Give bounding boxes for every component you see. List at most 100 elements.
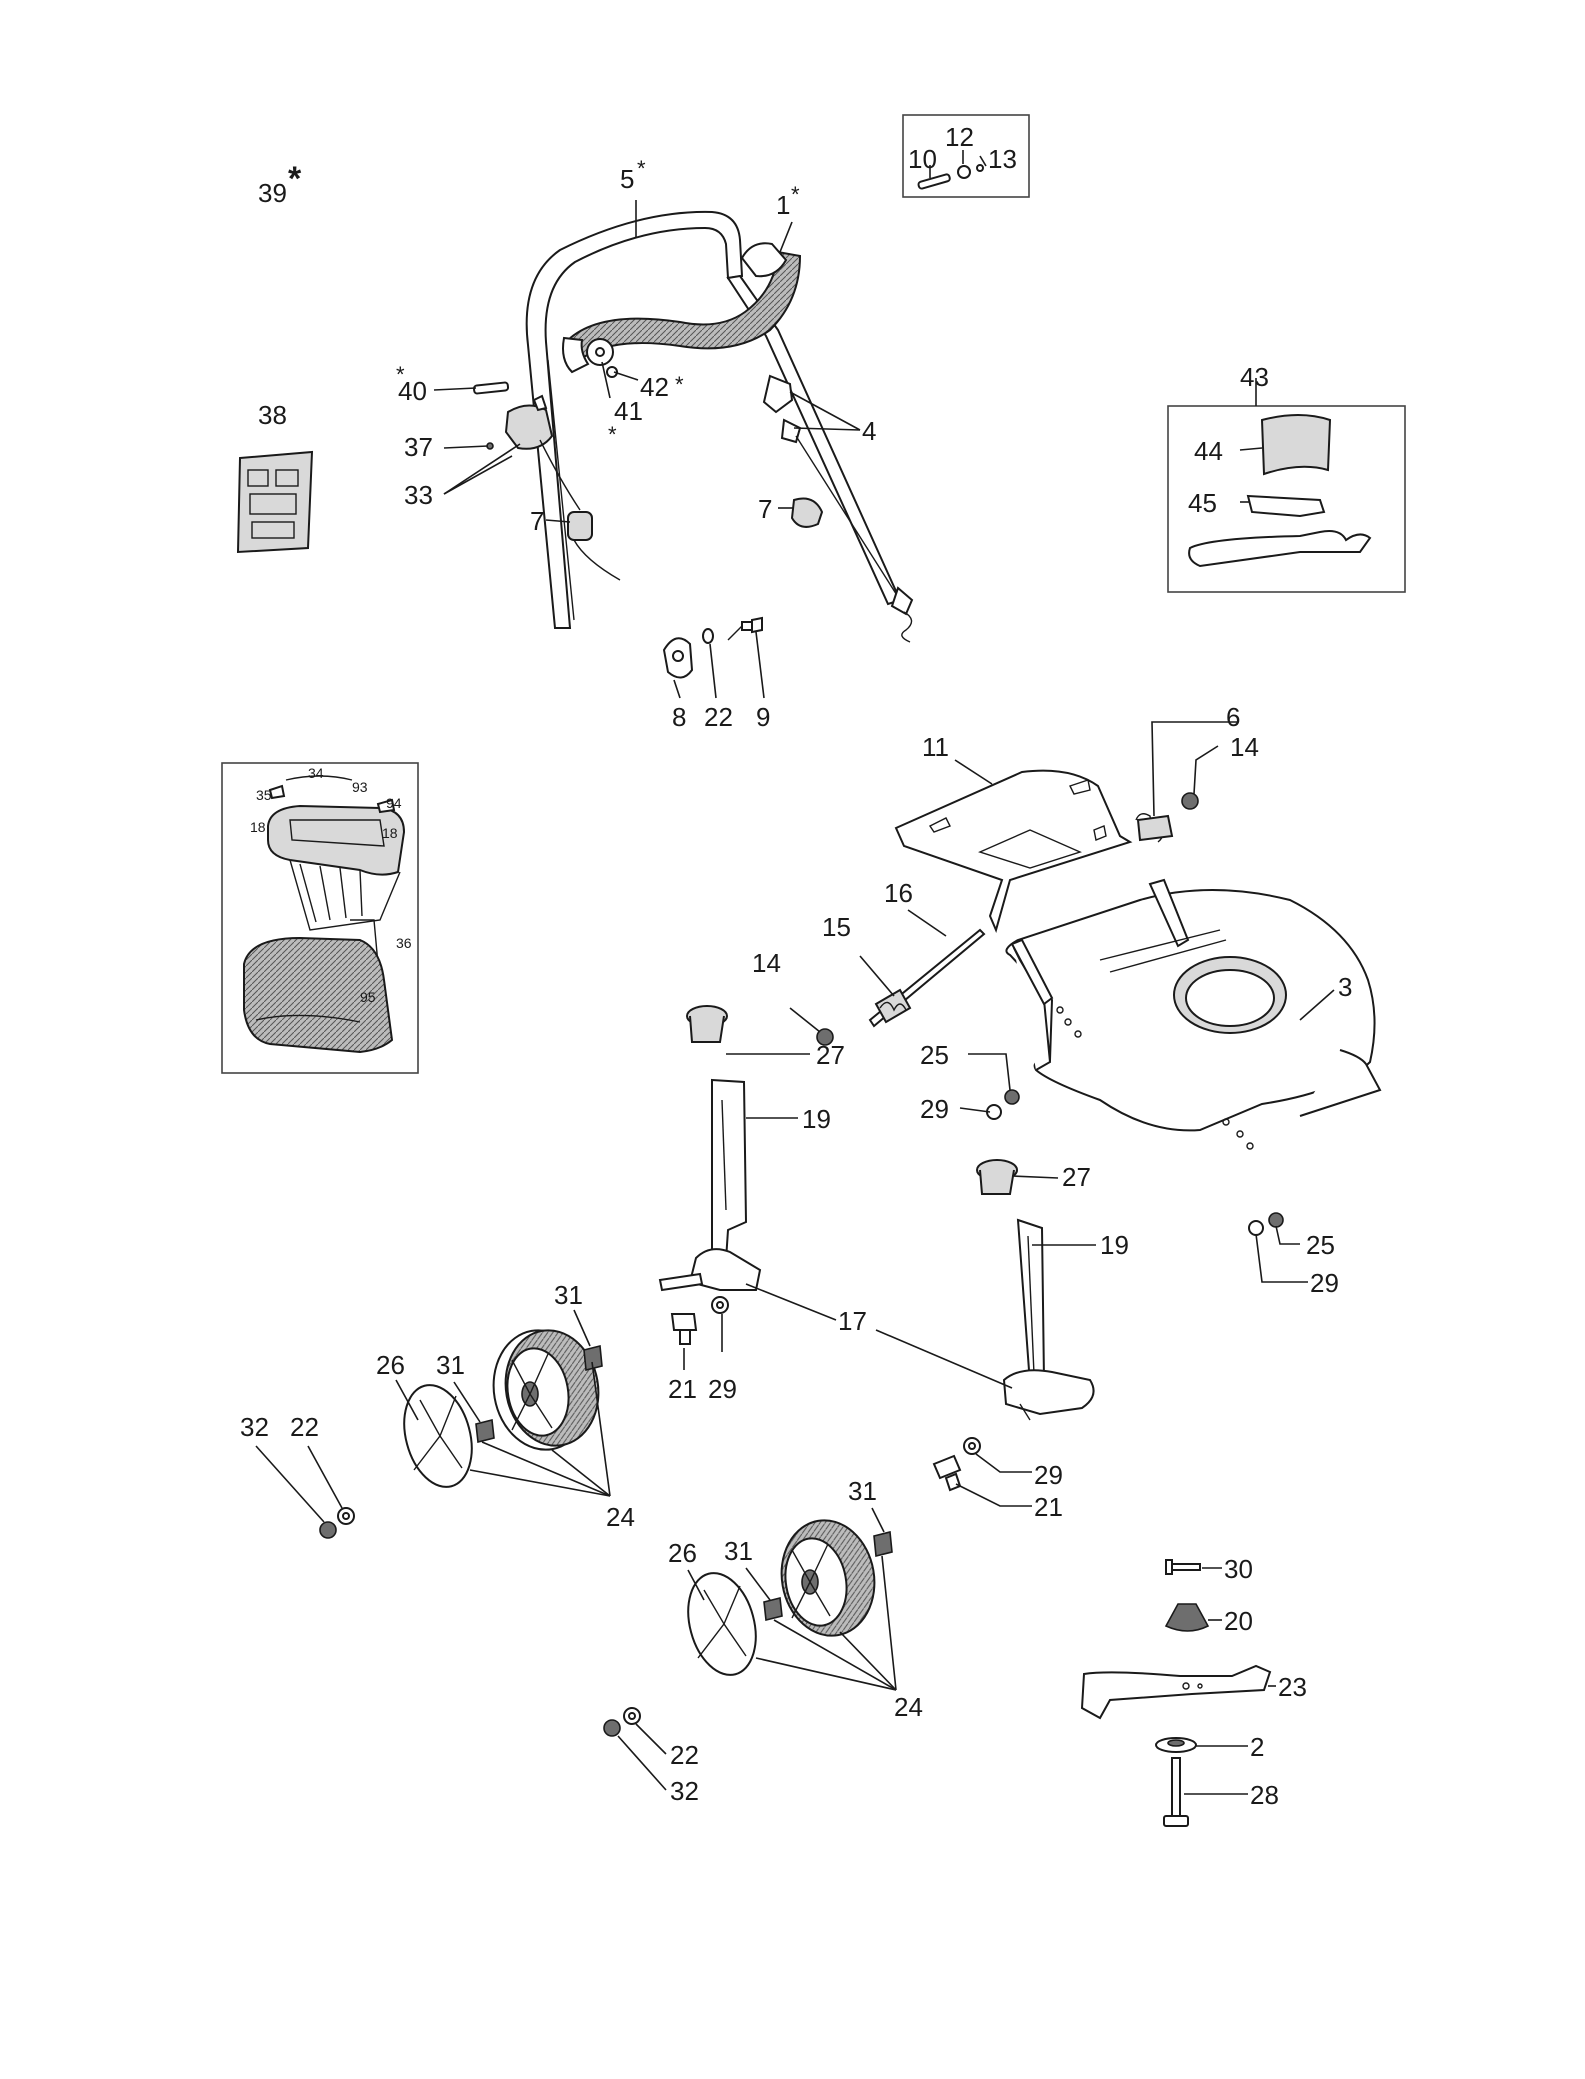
axle-bracket-left bbox=[658, 1248, 762, 1292]
mower-deck bbox=[1005, 878, 1382, 1150]
bag-callout-95: 95 bbox=[360, 989, 376, 1005]
callout-32-right: 32 bbox=[670, 1776, 699, 1806]
callout-4: 4 bbox=[862, 416, 876, 446]
callout-6: 6 bbox=[1226, 702, 1240, 732]
callout-27-right: 27 bbox=[1062, 1162, 1091, 1192]
callout-23: 23 bbox=[1278, 1672, 1307, 1702]
handle-pivot-washer bbox=[586, 338, 618, 378]
callout-22-top: 22 bbox=[704, 702, 733, 732]
callout-25-top: 25 bbox=[920, 1040, 949, 1070]
callout-41: 41 bbox=[614, 396, 643, 426]
bolt-21-left bbox=[670, 1313, 698, 1345]
callout-29-right: 29 bbox=[1034, 1460, 1063, 1490]
callout-31-d: 31 bbox=[724, 1536, 753, 1566]
pin-kit-box bbox=[902, 114, 1030, 198]
callout-43: 43 bbox=[1240, 362, 1269, 392]
callout-9: 9 bbox=[756, 702, 770, 732]
callout-37: 37 bbox=[404, 432, 433, 462]
callout-5: 5 bbox=[620, 164, 634, 194]
callout-16: 16 bbox=[884, 878, 913, 908]
callout-15: 15 bbox=[822, 912, 851, 942]
callout-10: 10 bbox=[908, 144, 937, 174]
cable-guide-right bbox=[790, 497, 824, 528]
blade-washer-2 bbox=[1155, 1737, 1197, 1753]
callout-29-left: 29 bbox=[708, 1374, 737, 1404]
spring-nut-top bbox=[1181, 792, 1199, 810]
bushing-31-right-inner bbox=[763, 1597, 783, 1621]
callout-26-left: 26 bbox=[376, 1350, 405, 1380]
callout-3: 3 bbox=[1338, 972, 1352, 1002]
washer-29-left bbox=[711, 1296, 729, 1314]
washer-22-left bbox=[337, 1507, 355, 1525]
callout-14-top: 14 bbox=[1230, 732, 1259, 762]
callout-31-c: 31 bbox=[848, 1476, 877, 1506]
callout-24-right: 24 bbox=[894, 1692, 923, 1722]
callout-24-left: 24 bbox=[606, 1502, 635, 1532]
height-lever-right bbox=[976, 1159, 1046, 1386]
callout-7-right: 7 bbox=[758, 494, 772, 524]
leader-lines bbox=[255, 150, 1335, 1795]
callout-17: 17 bbox=[838, 1306, 867, 1336]
callout-32-left: 32 bbox=[240, 1412, 269, 1442]
grass-bag-box bbox=[221, 762, 419, 1074]
callout-21-left: 21 bbox=[668, 1374, 697, 1404]
nut-32-right bbox=[603, 1719, 621, 1737]
callout-28: 28 bbox=[1250, 1780, 1279, 1810]
rear-flap bbox=[894, 769, 1133, 934]
callout-25-bottom: 25 bbox=[1306, 1230, 1335, 1260]
callout-19-left: 19 bbox=[802, 1104, 831, 1134]
nut-32-left bbox=[319, 1521, 337, 1539]
callout-29-bottom: 29 bbox=[1310, 1268, 1339, 1298]
callout-14-left: 14 bbox=[752, 948, 781, 978]
callout-11: 11 bbox=[922, 732, 949, 762]
washer-22-right bbox=[623, 1707, 641, 1725]
callout-38: 38 bbox=[258, 400, 287, 430]
nut-25-bottom bbox=[1268, 1212, 1284, 1228]
callout-2: 2 bbox=[1250, 1732, 1264, 1762]
callout-45: 45 bbox=[1188, 488, 1217, 518]
handle-pin bbox=[472, 381, 510, 395]
blade-hub-20 bbox=[1164, 1603, 1210, 1632]
cable-clip bbox=[486, 394, 581, 511]
callout-13: 13 bbox=[988, 144, 1017, 174]
axle-bracket-right bbox=[1002, 1369, 1095, 1421]
bag-callout-34: 34 bbox=[308, 765, 324, 781]
spring-nut-left bbox=[816, 1028, 834, 1046]
asterisk-1: * bbox=[791, 182, 800, 207]
callout-30: 30 bbox=[1224, 1554, 1253, 1584]
callout-22-left: 22 bbox=[290, 1412, 319, 1442]
cable-guide-left bbox=[567, 511, 621, 581]
callout-29-top: 29 bbox=[920, 1094, 949, 1124]
blade-23 bbox=[1080, 1664, 1272, 1720]
blade-bolt-28 bbox=[1163, 1757, 1189, 1827]
washer-29-right bbox=[963, 1437, 981, 1455]
callout-44: 44 bbox=[1194, 436, 1223, 466]
callout-26-right: 26 bbox=[668, 1538, 697, 1568]
bushing-31-left-outer bbox=[583, 1344, 603, 1372]
handle-washer bbox=[702, 628, 714, 644]
hubcap-right bbox=[687, 1572, 757, 1676]
callout-labels: 39 * 5 * 1 * 10 12 13 * 40 41 * 42 * 4 3… bbox=[240, 122, 1352, 1810]
asterisk-5: * bbox=[637, 156, 646, 181]
nut-25-top bbox=[1004, 1089, 1020, 1105]
callout-12: 12 bbox=[945, 122, 974, 152]
callout-42: 42 bbox=[640, 372, 669, 402]
brake-lever bbox=[762, 374, 914, 643]
bushing-31-right-outer bbox=[873, 1530, 893, 1558]
callout-31-a: 31 bbox=[554, 1280, 583, 1310]
callout-1: 1 bbox=[776, 190, 790, 220]
hubcap-left bbox=[403, 1384, 473, 1488]
callout-7-left: 7 bbox=[530, 506, 544, 536]
callout-19-right: 19 bbox=[1100, 1230, 1129, 1260]
callout-8: 8 bbox=[672, 702, 686, 732]
callout-22-right: 22 bbox=[670, 1740, 699, 1770]
callout-39: 39 bbox=[258, 178, 287, 208]
callout-33: 33 bbox=[404, 480, 433, 510]
wheel-left bbox=[492, 1329, 600, 1451]
callout-40: 40 bbox=[398, 376, 427, 406]
handle-grip bbox=[562, 242, 802, 374]
callout-31-b: 31 bbox=[436, 1350, 465, 1380]
flap-spring bbox=[1135, 813, 1174, 843]
asterisk-41: * bbox=[608, 422, 617, 447]
